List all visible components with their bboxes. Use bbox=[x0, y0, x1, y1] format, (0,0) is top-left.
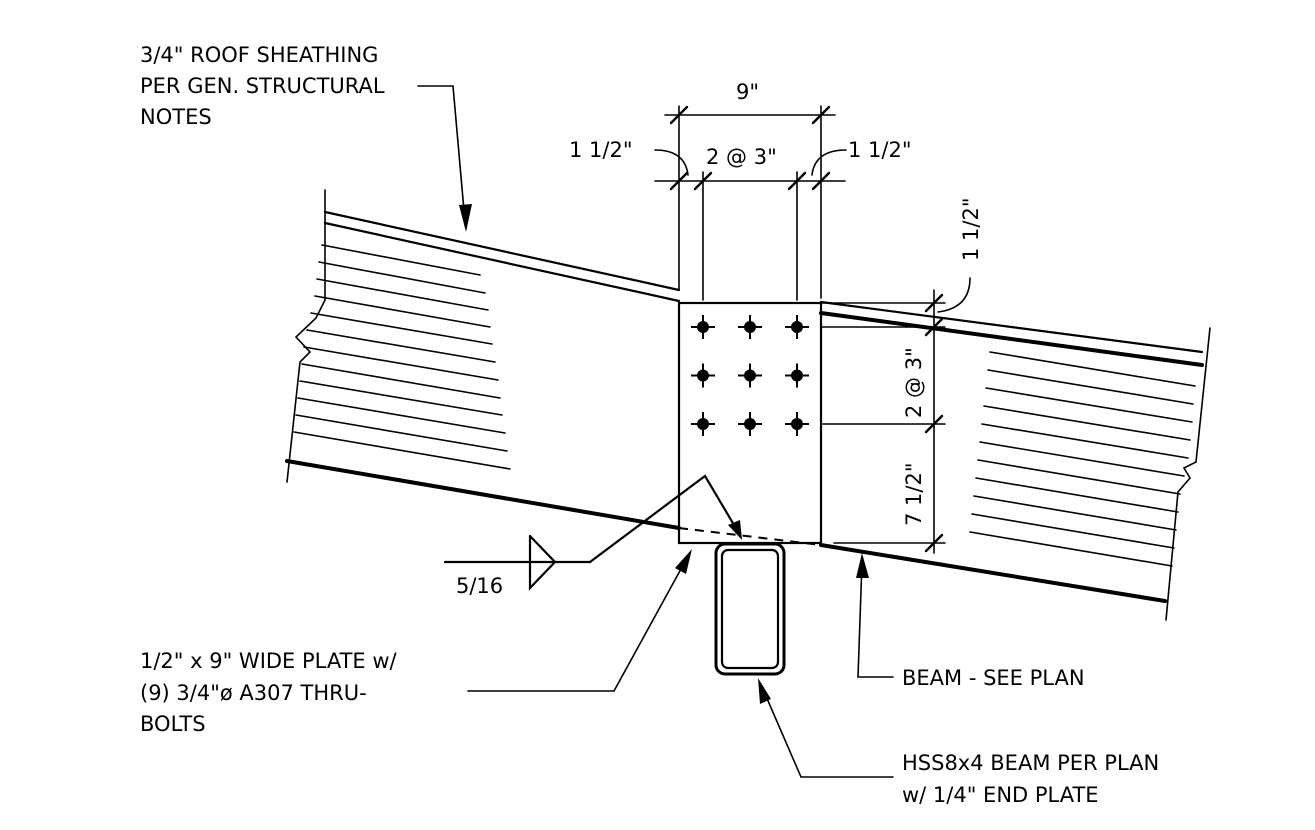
dim-bolt-spacing-v: 2 @ 3" bbox=[902, 347, 926, 418]
dim-plate-width: 9" bbox=[736, 80, 759, 104]
arrowhead-sheathing bbox=[459, 204, 472, 232]
leader-sheathing bbox=[417, 85, 466, 223]
bolt bbox=[785, 315, 809, 339]
weld-size: 5/16 bbox=[456, 574, 503, 598]
arrowhead-plate bbox=[675, 549, 692, 574]
left-member bbox=[285, 189, 681, 530]
note-hss-line-2: w/ 1/4" END PLATE bbox=[902, 783, 1099, 807]
dim-edge-left: 1 1/2" bbox=[569, 138, 633, 162]
bolt bbox=[691, 412, 715, 436]
note-plate-line-3: BOLTS bbox=[140, 712, 206, 736]
dim-edge-bottom: 7 1/2" bbox=[902, 463, 926, 527]
arrowhead-hss bbox=[758, 678, 771, 704]
weld-fillet-triangle bbox=[528, 534, 557, 591]
note-sheathing-line-1: 3/4" ROOF SHEATHING bbox=[140, 43, 378, 67]
note-sheathing-line-3: NOTES bbox=[140, 105, 212, 129]
bolt bbox=[738, 363, 762, 388]
bolt bbox=[738, 412, 762, 436]
grain-hatching-left bbox=[293, 244, 511, 470]
grain-hatching-right bbox=[969, 351, 1196, 567]
dim-bolt-spacing-h: 2 @ 3" bbox=[706, 145, 777, 169]
side-dimensions: 2 @ 3" 7 1/2" 1 1/2" bbox=[820, 198, 983, 554]
leader-edge-top bbox=[937, 277, 971, 313]
dim-edge-right: 1 1/2" bbox=[848, 138, 912, 162]
hss-inner-wall bbox=[720, 548, 780, 670]
break-line-left bbox=[286, 189, 326, 483]
leader-edge-left bbox=[654, 149, 689, 176]
bolt bbox=[785, 363, 809, 388]
dim-edge-top: 1 1/2" bbox=[959, 198, 983, 262]
sheathing-top-line-left bbox=[323, 210, 681, 292]
weld-arrowhead bbox=[728, 520, 742, 540]
member-bottom-edge-right bbox=[819, 543, 1167, 603]
leader-hss bbox=[761, 686, 894, 778]
arrowhead-beam bbox=[856, 553, 869, 578]
note-hss-line-1: HSS8x4 BEAM PER PLAN bbox=[902, 751, 1159, 775]
top-dimensions: 9" 2 @ 3" 1 1/2" 1 1/2" bbox=[569, 80, 912, 301]
note-sheathing-line-2: PER GEN. STRUCTURAL bbox=[140, 74, 385, 98]
weld-symbol: 5/16 bbox=[443, 474, 742, 598]
note-plate-line-1: 1/2" x 9" WIDE PLATE w/ bbox=[140, 649, 398, 673]
note-plate-line-2: (9) 3/4"ø A307 THRU- bbox=[140, 681, 367, 705]
weld-leader-line bbox=[588, 474, 739, 564]
leader-plate bbox=[467, 557, 688, 692]
bolt bbox=[738, 315, 762, 339]
hidden-member-edge bbox=[678, 527, 822, 546]
sheathing-bottom-line-right bbox=[819, 311, 1204, 367]
bolt bbox=[691, 315, 715, 339]
right-member bbox=[819, 300, 1211, 621]
leader-beam bbox=[857, 561, 894, 678]
sheathing-top-line-right bbox=[819, 300, 1204, 354]
bolt bbox=[785, 412, 809, 436]
bolt bbox=[691, 363, 715, 388]
hss-beam bbox=[714, 542, 786, 676]
member-bottom-edge-left bbox=[285, 459, 681, 530]
note-beam: BEAM - SEE PLAN bbox=[856, 553, 1085, 690]
note-hss: HSS8x4 BEAM PER PLAN w/ 1/4" END PLATE bbox=[758, 678, 1159, 807]
hss-outer-wall bbox=[714, 542, 786, 676]
note-plate: 1/2" x 9" WIDE PLATE w/ (9) 3/4"ø A307 T… bbox=[140, 549, 692, 736]
note-sheathing: 3/4" ROOF SHEATHING PER GEN. STRUCTURAL … bbox=[140, 43, 472, 232]
bolt-group bbox=[691, 315, 809, 436]
note-beam-line-1: BEAM - SEE PLAN bbox=[902, 666, 1085, 690]
leader-edge-right bbox=[811, 149, 847, 176]
break-line-right bbox=[1165, 327, 1211, 621]
sheathing-bottom-line-left bbox=[323, 221, 681, 303]
